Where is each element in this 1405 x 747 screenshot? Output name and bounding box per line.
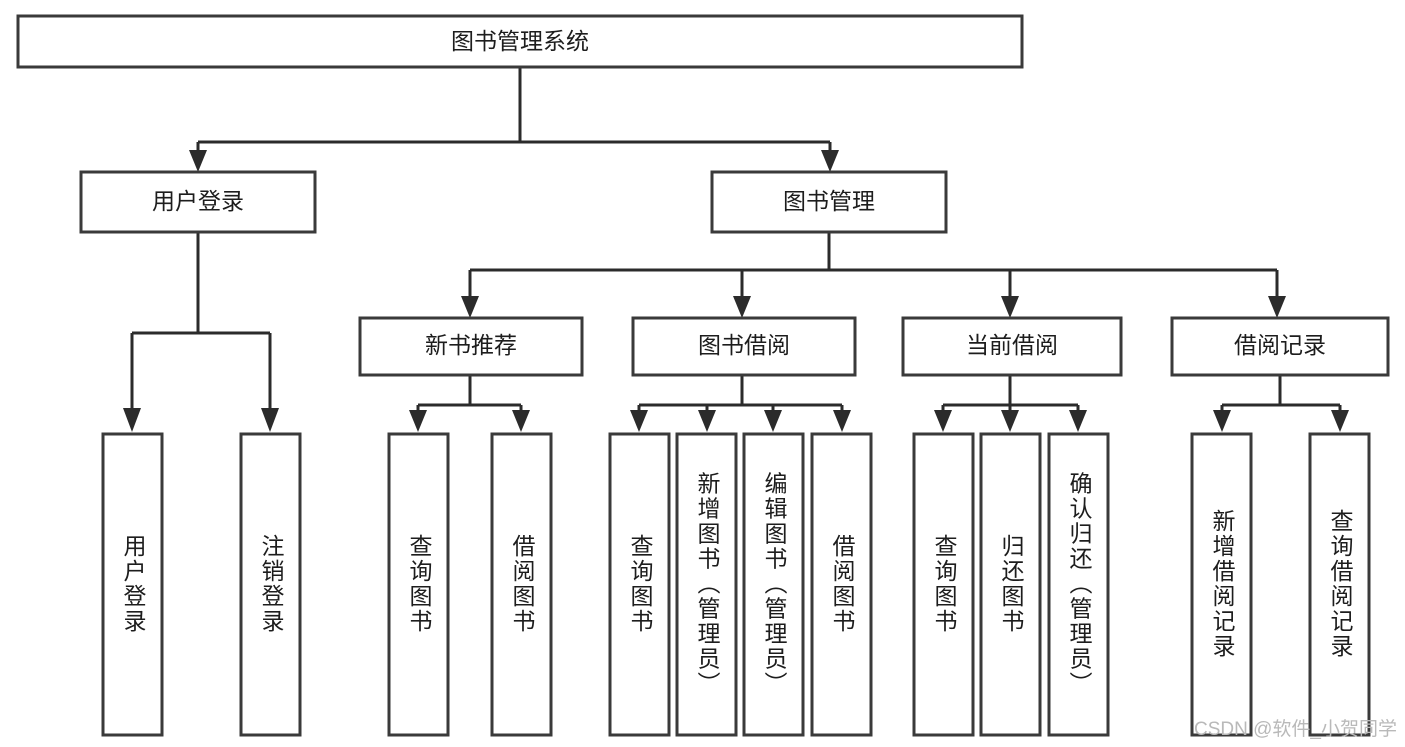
- node-leaf-newbook-query[interactable]: 查询图书: [387, 432, 450, 737]
- arrow-leaf-book-borrow-1: [630, 410, 648, 432]
- arrow-to-book-mgmt: [821, 150, 839, 172]
- arrow-leaf-book-borrow-2: [698, 410, 716, 432]
- node-leaf-return-book-label: 归还图书: [998, 534, 1025, 634]
- node-leaf-newbook-query-label: 查询图书: [406, 534, 433, 634]
- arrow-to-user-login: [189, 150, 207, 172]
- node-leaf-borrow-book-box: [810, 432, 873, 737]
- node-book-management[interactable]: 图书管理: [710, 170, 948, 234]
- node-leaf-borrow-book-label: 借阅图书: [829, 534, 856, 634]
- arrow-leaf-book-borrow-4: [833, 410, 851, 432]
- node-current-borrow-box: [901, 316, 1123, 377]
- connectors-book-mgmt-to-level3: [461, 232, 1286, 318]
- node-leaf-confirm-return[interactable]: 确认归还（管理员）: [1047, 432, 1110, 737]
- arrow-leaf-borrow-records-2: [1331, 410, 1349, 432]
- node-leaf-add-record[interactable]: 新增借阅记录: [1190, 432, 1253, 737]
- node-leaf-edit-book-box: [742, 432, 805, 737]
- node-root-system[interactable]: 图书管理系统: [16, 14, 1024, 69]
- arrow-leaf-current-borrow-1: [934, 410, 952, 432]
- arrow-leaf-current-borrow-3: [1069, 410, 1087, 432]
- arrow-leaf-new-book-2: [512, 410, 530, 432]
- node-book-borrow-box: [631, 316, 857, 377]
- node-user-login-box: [79, 170, 317, 234]
- node-leaf-current-query-box: [912, 432, 975, 737]
- arrow-leaf-new-book-1: [409, 410, 427, 432]
- node-leaf-newbook-borrow[interactable]: 借阅图书: [490, 432, 553, 737]
- node-leaf-user-login-box: [101, 432, 164, 737]
- arrow-to-book-borrow: [733, 296, 751, 318]
- node-borrow-records-label: 借阅记录: [1234, 332, 1326, 358]
- arrow-leaf-user-login-1: [123, 408, 141, 432]
- node-leaf-borrow-query-label: 查询图书: [627, 534, 654, 634]
- node-leaf-return-book-box: [979, 432, 1042, 737]
- node-book-borrow[interactable]: 图书借阅: [631, 316, 857, 377]
- node-new-book-recommend[interactable]: 新书推荐: [358, 316, 584, 377]
- arrow-to-borrow-records: [1268, 296, 1286, 318]
- connectors-book-borrow-to-leaves: [630, 375, 851, 432]
- node-leaf-edit-book[interactable]: 编辑图书（管理员）: [742, 432, 805, 737]
- arrow-leaf-book-borrow-3: [764, 410, 782, 432]
- node-leaf-logout-box: [239, 432, 302, 737]
- node-leaf-add-book-box: [675, 432, 738, 737]
- node-leaf-borrow-book[interactable]: 借阅图书: [810, 432, 873, 737]
- node-borrow-records-box: [1170, 316, 1390, 377]
- node-leaf-query-record-label: 查询借阅记录: [1327, 509, 1354, 659]
- node-book-borrow-label: 图书借阅: [698, 332, 790, 358]
- node-leaf-newbook-borrow-box: [490, 432, 553, 737]
- node-leaf-logout-label: 注销登录: [258, 534, 285, 634]
- node-leaf-newbook-query-box: [387, 432, 450, 737]
- node-leaf-current-query-label: 查询图书: [931, 534, 958, 634]
- node-new-book-recommend-label: 新书推荐: [425, 332, 517, 358]
- node-leaf-return-book[interactable]: 归还图书: [979, 432, 1042, 737]
- node-book-management-box: [710, 170, 948, 234]
- node-leaf-confirm-return-label: 确认归还（管理员）: [1066, 472, 1093, 697]
- node-leaf-borrow-query-box: [608, 432, 671, 737]
- node-current-borrow[interactable]: 当前借阅: [901, 316, 1123, 377]
- connectors-current-borrow-to-leaves: [934, 375, 1087, 432]
- connectors-new-book-to-leaves: [409, 375, 530, 432]
- node-leaf-add-record-label: 新增借阅记录: [1209, 509, 1236, 659]
- node-leaf-add-book[interactable]: 新增图书（管理员）: [675, 432, 738, 737]
- node-leaf-query-record-box: [1308, 432, 1371, 737]
- arrow-to-current-borrow: [1001, 296, 1019, 318]
- node-leaf-add-record-box: [1190, 432, 1253, 737]
- node-leaf-confirm-return-box: [1047, 432, 1110, 737]
- node-user-login-label: 用户登录: [152, 188, 244, 214]
- node-user-login[interactable]: 用户登录: [79, 170, 317, 234]
- arrow-leaf-user-login-2: [261, 408, 279, 432]
- node-current-borrow-label: 当前借阅: [966, 332, 1058, 358]
- node-borrow-records[interactable]: 借阅记录: [1170, 316, 1390, 377]
- node-leaf-add-book-label: 新增图书（管理员）: [694, 472, 721, 697]
- connectors-borrow-records-to-leaves: [1213, 375, 1349, 432]
- node-leaf-newbook-borrow-label: 借阅图书: [509, 534, 536, 634]
- connectors-user-login-to-leaves: [123, 232, 279, 432]
- node-root-label: 图书管理系统: [451, 28, 589, 54]
- arrow-leaf-borrow-records-1: [1213, 410, 1231, 432]
- node-leaf-user-login-label: 用户登录: [120, 534, 147, 634]
- connectors-root-to-level2: [189, 67, 839, 172]
- node-leaf-borrow-query[interactable]: 查询图书: [608, 432, 671, 737]
- node-leaf-current-query[interactable]: 查询图书: [912, 432, 975, 737]
- node-root-box: [16, 14, 1024, 69]
- node-leaf-edit-book-label: 编辑图书（管理员）: [761, 472, 788, 697]
- node-leaf-query-record[interactable]: 查询借阅记录: [1308, 432, 1371, 737]
- arrow-leaf-current-borrow-2: [1001, 410, 1019, 432]
- node-book-management-label: 图书管理: [783, 188, 875, 214]
- node-new-book-recommend-box: [358, 316, 584, 377]
- arrow-to-new-book: [461, 296, 479, 318]
- node-leaf-user-login[interactable]: 用户登录: [101, 432, 164, 737]
- node-leaf-logout[interactable]: 注销登录: [239, 432, 302, 737]
